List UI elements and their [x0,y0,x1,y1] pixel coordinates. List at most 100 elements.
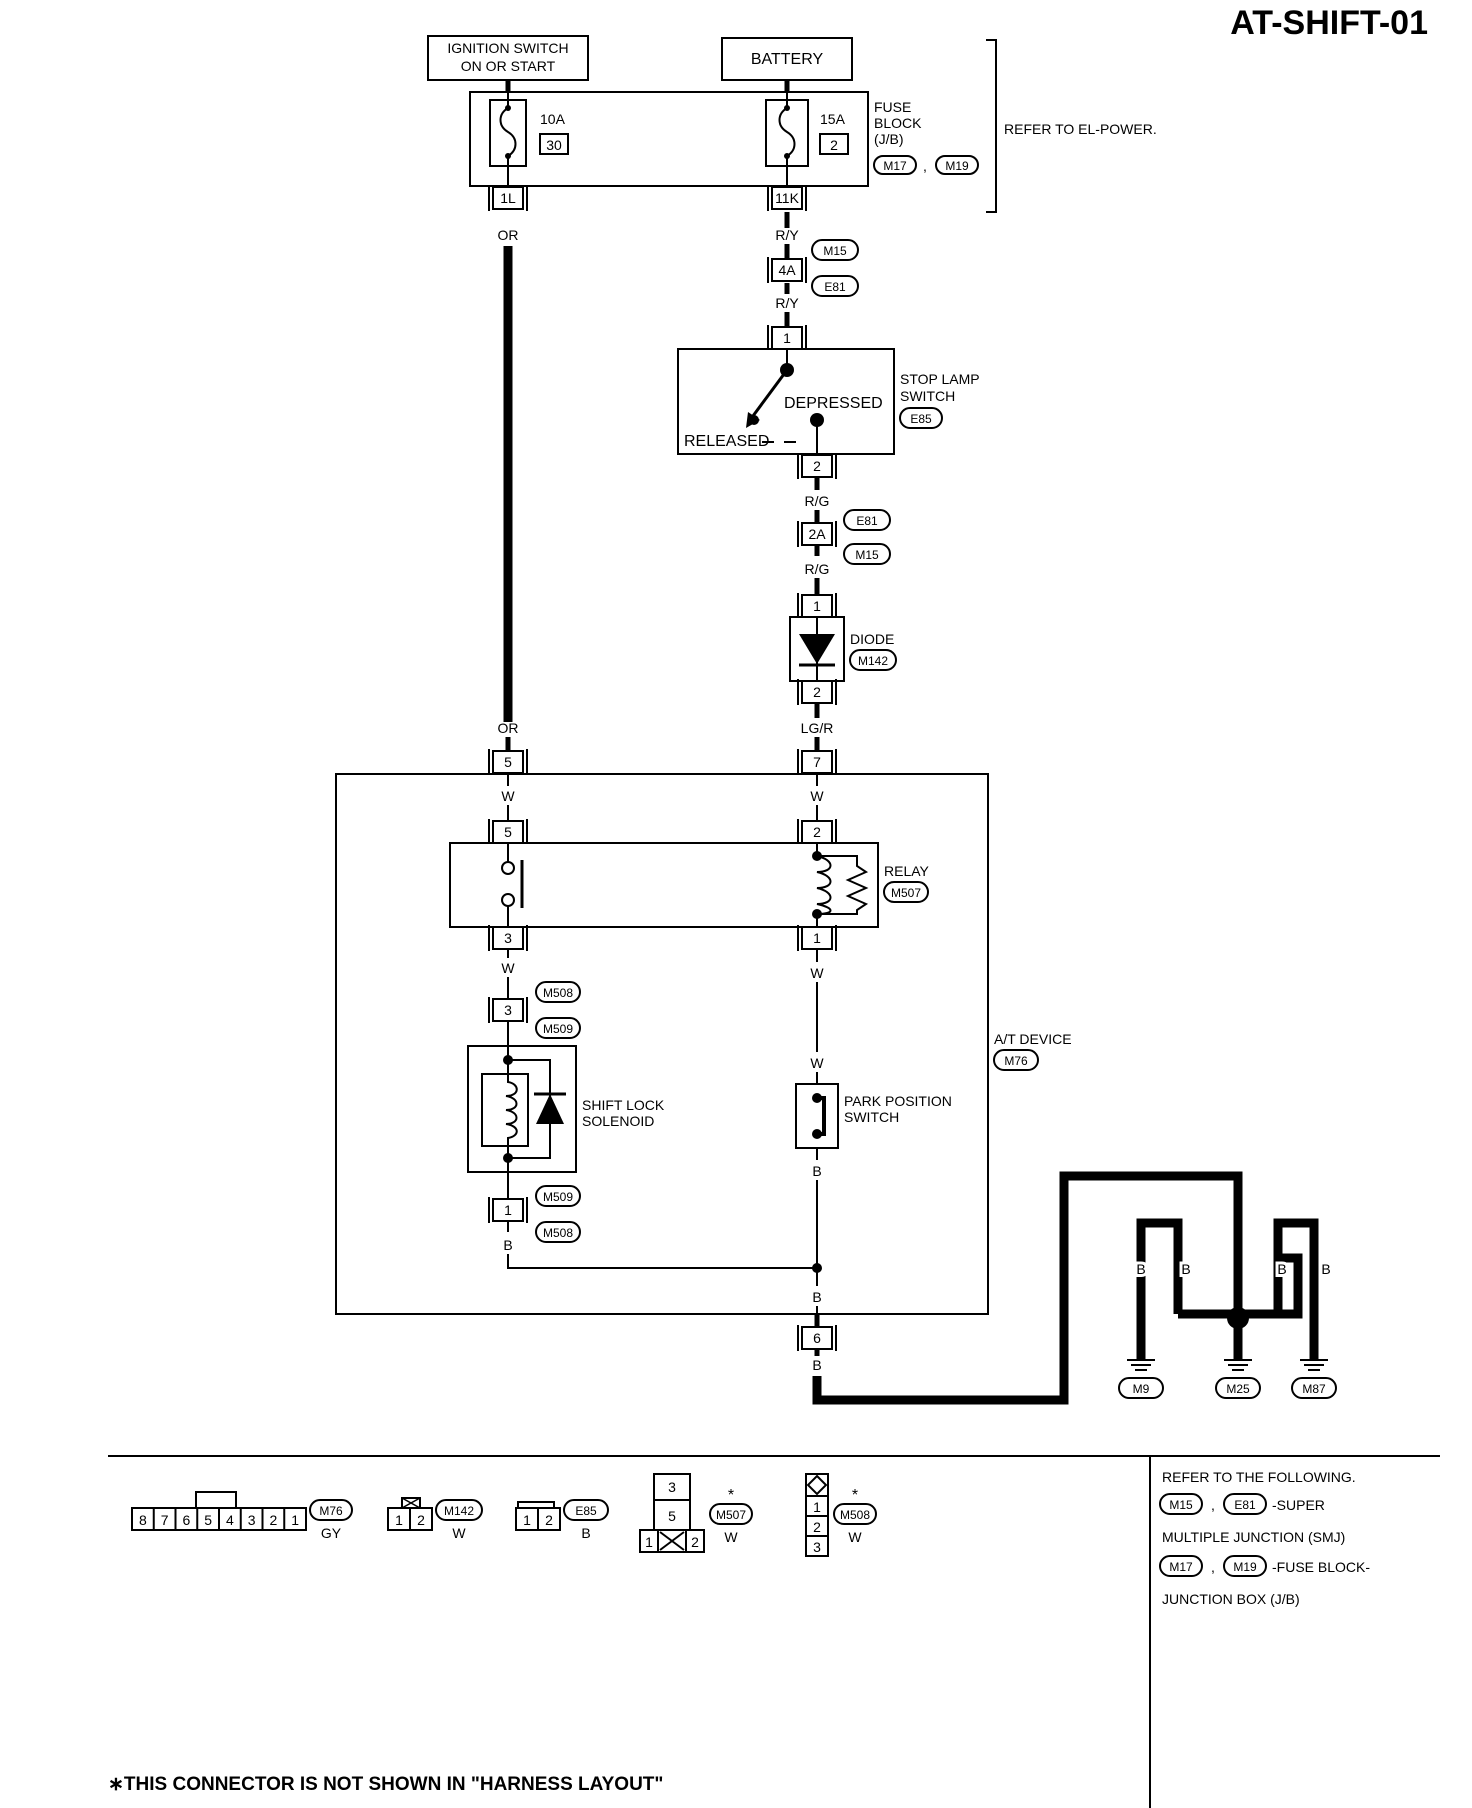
svg-text:-SUPER: -SUPER [1272,1497,1325,1513]
svg-text:M25: M25 [1226,1382,1250,1396]
shift-lock-conn-b: M509 [543,1022,573,1036]
svg-text:M508: M508 [840,1508,870,1522]
refer-el-power: REFER TO EL-POWER. [1004,121,1157,137]
fuse-block-label-2: BLOCK [874,115,922,131]
svg-text:MULTIPLE JUNCTION (SMJ): MULTIPLE JUNCTION (SMJ) [1162,1529,1345,1545]
wire-label-or-top: OR [498,227,519,243]
svg-text:M17: M17 [1169,1560,1193,1574]
svg-text:3: 3 [813,1539,821,1555]
fuse-10a [489,92,527,200]
wire-label-or-bottom: OR [498,720,519,736]
svg-text:1: 1 [813,1499,821,1515]
svg-text:3: 3 [248,1512,256,1528]
ignition-label-line2: ON OR START [461,58,556,74]
relay-pin-2: 2 [797,818,837,846]
svg-text:7: 7 [161,1512,169,1528]
refer-bracket [986,39,997,213]
svg-text:4: 4 [226,1512,234,1528]
svg-text:1: 1 [504,1202,512,1218]
svg-text:5: 5 [204,1512,212,1528]
relay-pin-1: 1 [797,924,837,952]
svg-text:E81: E81 [1234,1498,1256,1512]
stop-lamp-pin-1: 1 [767,324,807,352]
wire-label-b-g3: B [1277,1261,1286,1277]
stop-lamp-label-1: STOP LAMP [900,371,980,387]
svg-text:6: 6 [813,1330,821,1346]
wire-label-ry-2: R/Y [775,295,799,311]
svg-text:5: 5 [504,754,512,770]
svg-text:2: 2 [813,684,821,700]
svg-text:2: 2 [691,1534,699,1550]
wire-label-rg-2: R/G [805,561,830,577]
svg-text:GY: GY [321,1525,342,1541]
stop-lamp-label-2: SWITCH [900,388,955,404]
ground-wire [812,1171,1243,1405]
diode [789,616,845,682]
svg-text:1L: 1L [500,190,516,206]
svg-text:3: 3 [668,1479,676,1495]
wire-label-b-switch: B [812,1163,821,1179]
wire-label-b-mid: B [812,1289,821,1305]
footnote: ∗THIS CONNECTOR IS NOT SHOWN IN "HARNESS… [108,1774,663,1795]
relay-pin-3: 3 [488,924,528,952]
svg-text:6: 6 [183,1512,191,1528]
svg-text:*: * [728,1487,734,1504]
ignition-switch-source: IGNITION SWITCH ON OR START [427,35,589,81]
smj2-bottom-id: M15 [855,548,879,562]
battery-label: BATTERY [751,51,824,68]
svg-text:2: 2 [813,1519,821,1535]
wire-label-b-g1: B [1136,1261,1145,1277]
connector-view-m76: 8 7 6 5 4 3 2 1 M76 GY [131,1491,353,1541]
svg-text:3: 3 [504,1002,512,1018]
diode-pin-2: 2 [797,678,837,706]
wire-label-ry-1: R/Y [775,227,799,243]
svg-text:JUNCTION BOX (J/B): JUNCTION BOX (J/B) [1162,1591,1300,1607]
svg-text:1: 1 [645,1534,653,1550]
shift-lock-label-1: SHIFT LOCK [582,1097,665,1113]
relay [449,842,879,928]
svg-text:1: 1 [783,330,791,346]
shift-lock-pin-3: 3 [488,996,528,1024]
svg-text:W: W [452,1525,466,1541]
wire-label-w-5: W [501,788,515,804]
svg-text:2: 2 [417,1512,425,1528]
diode-connector: M142 [858,654,888,668]
diode-symbol [799,634,835,664]
connector-view-e85: 1 2 E85 B [515,1499,609,1541]
diode-label: DIODE [850,631,894,647]
shift-lock-conn-d: M508 [543,1226,573,1240]
at-device-connector: M76 [1004,1054,1028,1068]
wire-label-b-out: B [812,1357,821,1373]
svg-text:M76: M76 [319,1504,343,1518]
svg-text:7: 7 [813,754,821,770]
wire-label-b-solenoid: B [503,1237,512,1253]
fuse-15a [765,92,809,200]
svg-text:5: 5 [504,824,512,840]
fuse-block-label-1: FUSE [874,99,911,115]
svg-text:,: , [1211,1559,1215,1575]
svg-text:2: 2 [270,1512,278,1528]
fuse-right-number: 2 [830,137,838,153]
wire-label-b-g2: B [1181,1261,1190,1277]
svg-text:M87: M87 [1302,1382,1326,1396]
svg-text:B: B [581,1525,590,1541]
svg-text:11K: 11K [775,190,800,206]
wire-label-w-1: W [810,965,824,981]
relay-label: RELAY [884,863,930,879]
svg-text:1: 1 [813,930,821,946]
smj-connector-4a: 4A [767,256,807,284]
svg-text:5: 5 [668,1508,676,1524]
smj1-bottom-id: E81 [824,280,846,294]
fuse-block-connector-m17: M17 [883,159,907,173]
page-id: AT-SHIFT-01 [1230,4,1428,42]
svg-text:2A: 2A [808,526,826,542]
shift-lock-solenoid [467,1021,577,1198]
stop-lamp-switch: DEPRESSED RELEASED [677,348,895,455]
svg-text:1: 1 [291,1512,299,1528]
fuse-terminal-1l: 1L [488,184,528,212]
park-switch-label-2: SWITCH [844,1109,899,1125]
svg-text:M15: M15 [1169,1498,1193,1512]
ignition-label-line1: IGNITION SWITCH [447,40,568,56]
smj-connector-2a: 2A [797,520,837,548]
wire-label-w-7: W [810,788,824,804]
